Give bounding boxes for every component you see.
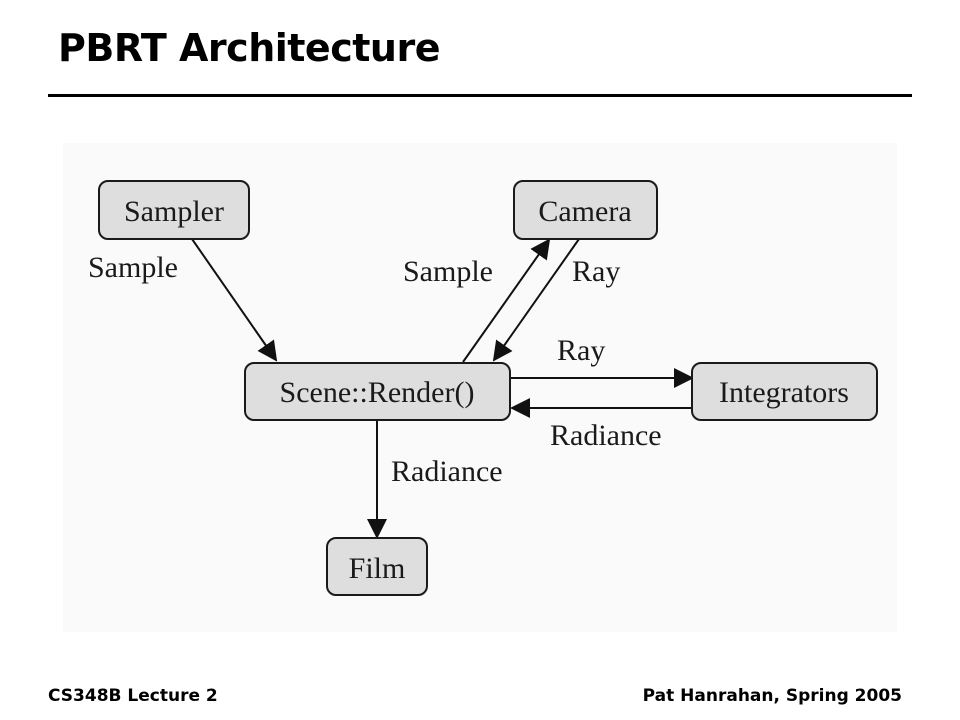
node-scene-render-label: Scene::Render() [280, 376, 475, 409]
edge-sampler-to-scene [191, 238, 278, 362]
label-integrators-ray: Ray [557, 334, 605, 367]
node-sampler-label: Sampler [124, 195, 224, 228]
node-integrators: Integrators [691, 362, 878, 421]
node-camera: Camera [513, 180, 658, 240]
slide-title: PBRT Architecture [58, 26, 440, 70]
node-integrators-label: Integrators [719, 376, 849, 409]
title-divider [48, 94, 912, 97]
label-film-radiance: Radiance [391, 455, 503, 488]
edge-camera-to-scene [492, 238, 580, 362]
node-film-label: Film [349, 552, 406, 585]
footer-author: Pat Hanrahan, Spring 2005 [642, 686, 902, 706]
label-camera-ray: Ray [572, 255, 620, 288]
node-sampler: Sampler [98, 180, 250, 240]
node-film: Film [326, 537, 428, 596]
label-camera-sample: Sample [403, 255, 493, 288]
label-integrators-radiance: Radiance [550, 419, 662, 452]
edge-scene-to-camera [462, 238, 551, 363]
footer-course: CS348B Lecture 2 [48, 686, 218, 706]
node-camera-label: Camera [538, 195, 631, 228]
label-sampler-sample: Sample [88, 251, 178, 284]
node-scene-render: Scene::Render() [244, 362, 511, 421]
